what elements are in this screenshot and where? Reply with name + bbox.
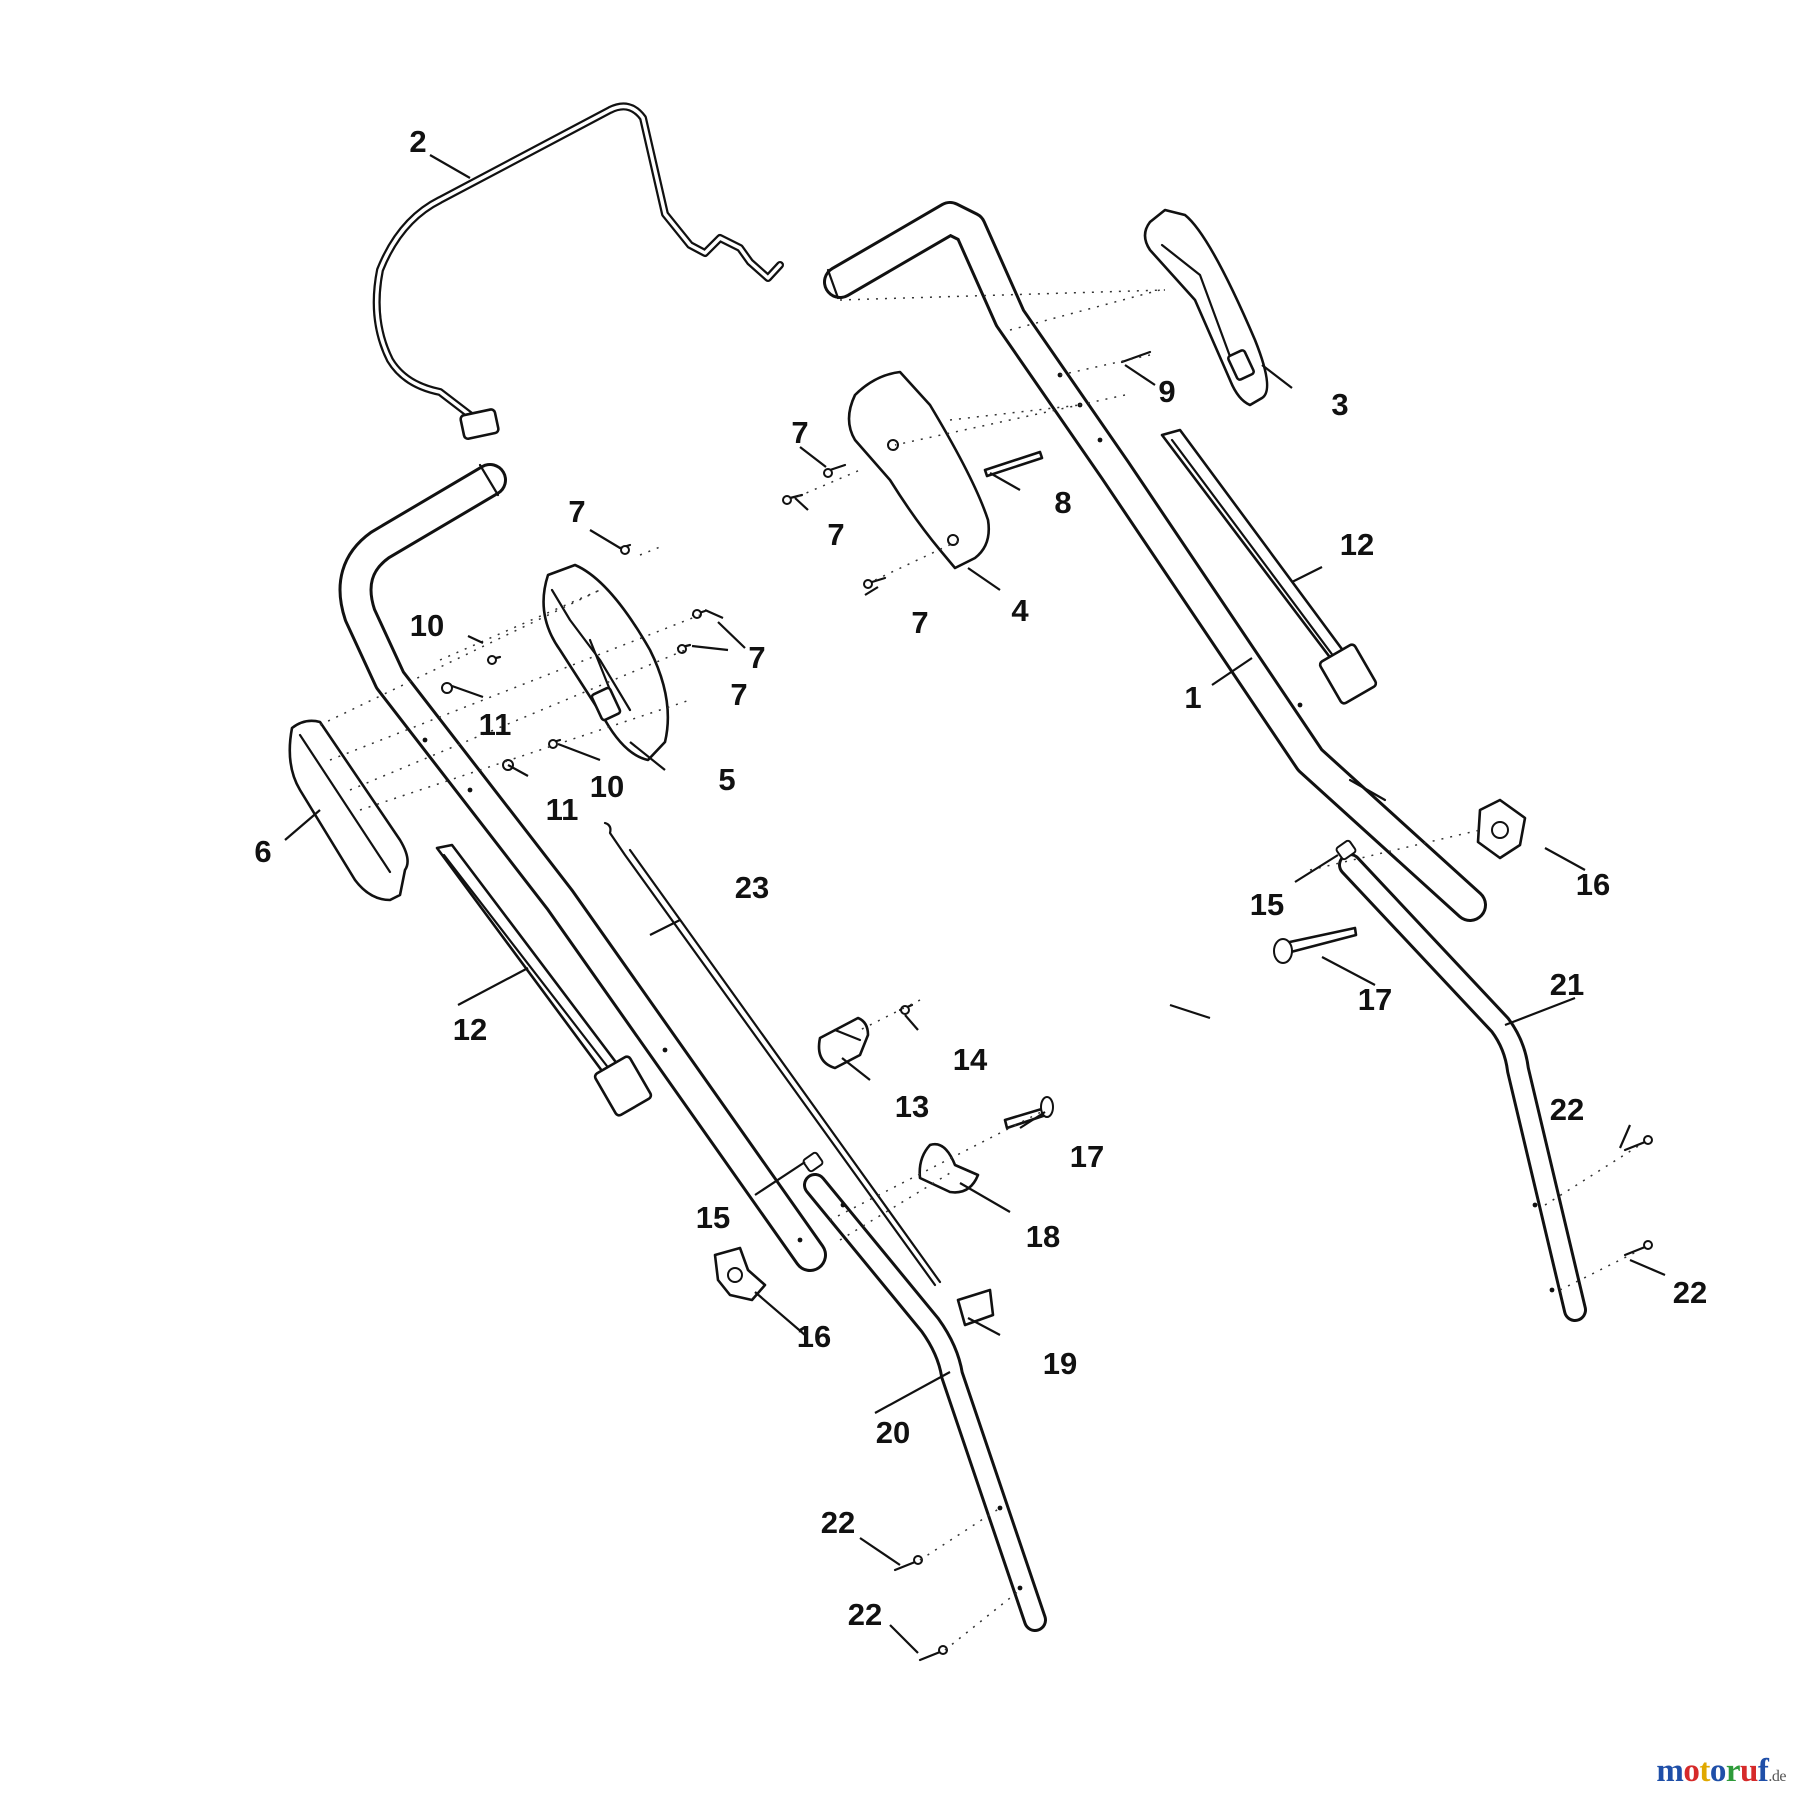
callout-17b: 17 <box>1070 1139 1104 1174</box>
callout-13: 13 <box>895 1089 929 1124</box>
assembly-lines <box>319 289 1641 1651</box>
callout-3: 3 <box>1331 387 1348 422</box>
callout-10a: 10 <box>410 608 444 643</box>
handle-cover-center <box>847 370 990 570</box>
watermark-letters: motoruf <box>1656 1753 1768 1790</box>
fastener-group <box>441 350 1653 1662</box>
callout-15a: 15 <box>1250 887 1284 922</box>
callout-7b: 7 <box>827 517 844 552</box>
callout-22a: 22 <box>1550 1092 1584 1127</box>
callout-23: 23 <box>735 870 769 905</box>
knob-16-right <box>1476 798 1527 860</box>
callout-2: 2 <box>409 124 426 159</box>
upper-handle-left <box>338 463 827 1272</box>
lower-handle-left <box>803 1173 1047 1632</box>
callout-20: 20 <box>876 1415 910 1450</box>
lower-handle-right <box>1338 853 1587 1322</box>
watermark-tld: .de <box>1768 1768 1786 1785</box>
bolt-17-upper <box>1273 926 1358 964</box>
callout-15b: 15 <box>696 1200 730 1235</box>
callout-7c: 7 <box>911 605 928 640</box>
watermark-letter: u <box>1740 1753 1758 1789</box>
cable-guide-right <box>1160 428 1378 705</box>
watermark-letter: t <box>1699 1753 1710 1789</box>
callout-11a: 11 <box>479 707 512 742</box>
grommet-15-right <box>1335 839 1357 861</box>
knob-16-left <box>713 1246 767 1302</box>
callout-22b: 22 <box>1673 1275 1707 1310</box>
bolt-17-lower <box>1003 1096 1054 1130</box>
callout-12a: 12 <box>1340 527 1374 562</box>
handle-cover-left-outer <box>288 719 409 902</box>
callout-5: 5 <box>718 762 735 797</box>
callout-7f: 7 <box>730 677 747 712</box>
callout-7a: 7 <box>791 415 808 450</box>
callout-16b: 16 <box>797 1319 831 1354</box>
callout-7e: 7 <box>748 640 765 675</box>
upper-handle-right <box>823 201 1487 922</box>
bail-wire <box>372 102 784 441</box>
watermark-letter: o <box>1709 1753 1727 1789</box>
callout-4: 4 <box>1011 593 1029 628</box>
callout-22c: 22 <box>821 1505 855 1540</box>
callout-7d: 7 <box>568 494 585 529</box>
callout-16a: 16 <box>1576 867 1610 902</box>
leader-lines <box>284 154 1666 1654</box>
handle-cover-right <box>1143 208 1269 407</box>
callout-21: 21 <box>1550 967 1584 1002</box>
callout-22d: 22 <box>848 1597 882 1632</box>
handle-cover-left <box>542 563 670 762</box>
callout-19: 19 <box>1043 1346 1077 1381</box>
callouts: 1 2 3 4 5 6 7 7 7 7 7 7 8 9 10 10 11 11 … <box>254 124 1707 1632</box>
watermark-letter: r <box>1725 1753 1741 1789</box>
clip-13 <box>817 1016 870 1070</box>
cable-rod <box>603 821 942 1287</box>
callout-14: 14 <box>953 1042 988 1077</box>
watermark-letter: m <box>1656 1753 1684 1789</box>
watermark-letter: o <box>1683 1753 1700 1789</box>
callout-1: 1 <box>1184 680 1201 715</box>
callout-8: 8 <box>1054 485 1071 520</box>
clip-19 <box>956 1288 995 1327</box>
lever-18 <box>918 1142 980 1194</box>
callout-10b: 10 <box>590 769 624 804</box>
cable-guide-left <box>435 843 653 1117</box>
callout-6: 6 <box>254 834 271 869</box>
callout-18: 18 <box>1026 1219 1060 1254</box>
watermark-logo: motoruf.de <box>1656 1753 1786 1790</box>
watermark-letter: f <box>1757 1753 1769 1789</box>
callout-12b: 12 <box>453 1012 487 1047</box>
callout-9: 9 <box>1158 374 1175 409</box>
grommet-15-left <box>802 1151 824 1173</box>
callout-11b: 11 <box>546 792 579 827</box>
callout-17a: 17 <box>1358 982 1392 1017</box>
